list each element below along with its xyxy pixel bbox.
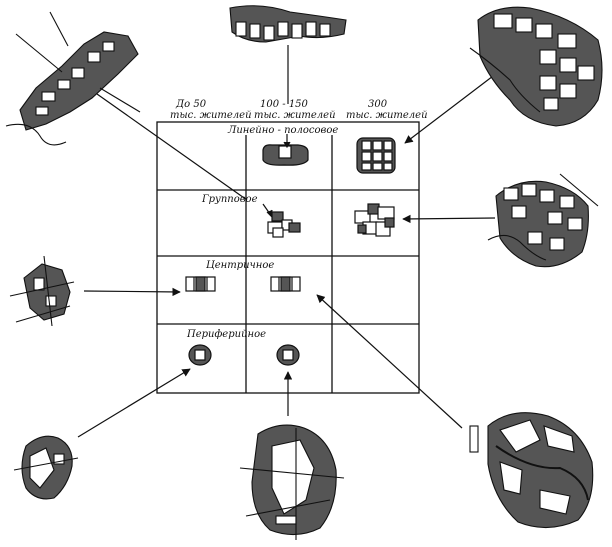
symbol-peripheral-medium (276, 344, 300, 366)
symbol-group-medium (262, 203, 301, 238)
symbol-centric-medium (270, 276, 301, 292)
plan-top-right (469, 6, 603, 127)
plan-bottom-right (469, 412, 594, 529)
symbol-linear-large (356, 137, 396, 174)
column-header-2-line2: тыс. жителей (254, 110, 336, 121)
row-label-peripheral: Периферийное (186, 329, 266, 340)
symbol-peripheral-small (188, 344, 212, 366)
column-header-3-line1: 300 (368, 99, 388, 110)
symbol-linear-medium (262, 134, 309, 166)
column-header-1-line1: До 50 (175, 99, 207, 110)
symbol-centric-small (185, 276, 216, 292)
row-label-linear: Линейно - полосовое (227, 125, 338, 136)
connector-arrows (77, 45, 498, 438)
plan-top-left (5, 11, 141, 146)
plan-middle-right (487, 173, 599, 268)
cell-symbols (185, 134, 396, 366)
plan-bottom-center (239, 424, 345, 540)
row-label-centric: Центричное (206, 260, 274, 271)
row-label-group: Групповое (201, 194, 258, 205)
row-labels: Линейно - полосовое Групповое Центричное… (186, 123, 368, 340)
column-header-2-line1: 100 - 150 (260, 99, 309, 110)
symbol-group-large (354, 203, 395, 237)
plan-bottom-left (13, 435, 79, 500)
plan-top-center (229, 5, 347, 43)
column-headers: До 50 тыс. жителей 100 - 150 тыс. жителе… (170, 99, 428, 121)
plan-middle-left (9, 255, 75, 327)
column-header-1-line2: тыс. жителей (170, 110, 252, 121)
column-header-3-line2: тыс. жителей (346, 110, 428, 121)
